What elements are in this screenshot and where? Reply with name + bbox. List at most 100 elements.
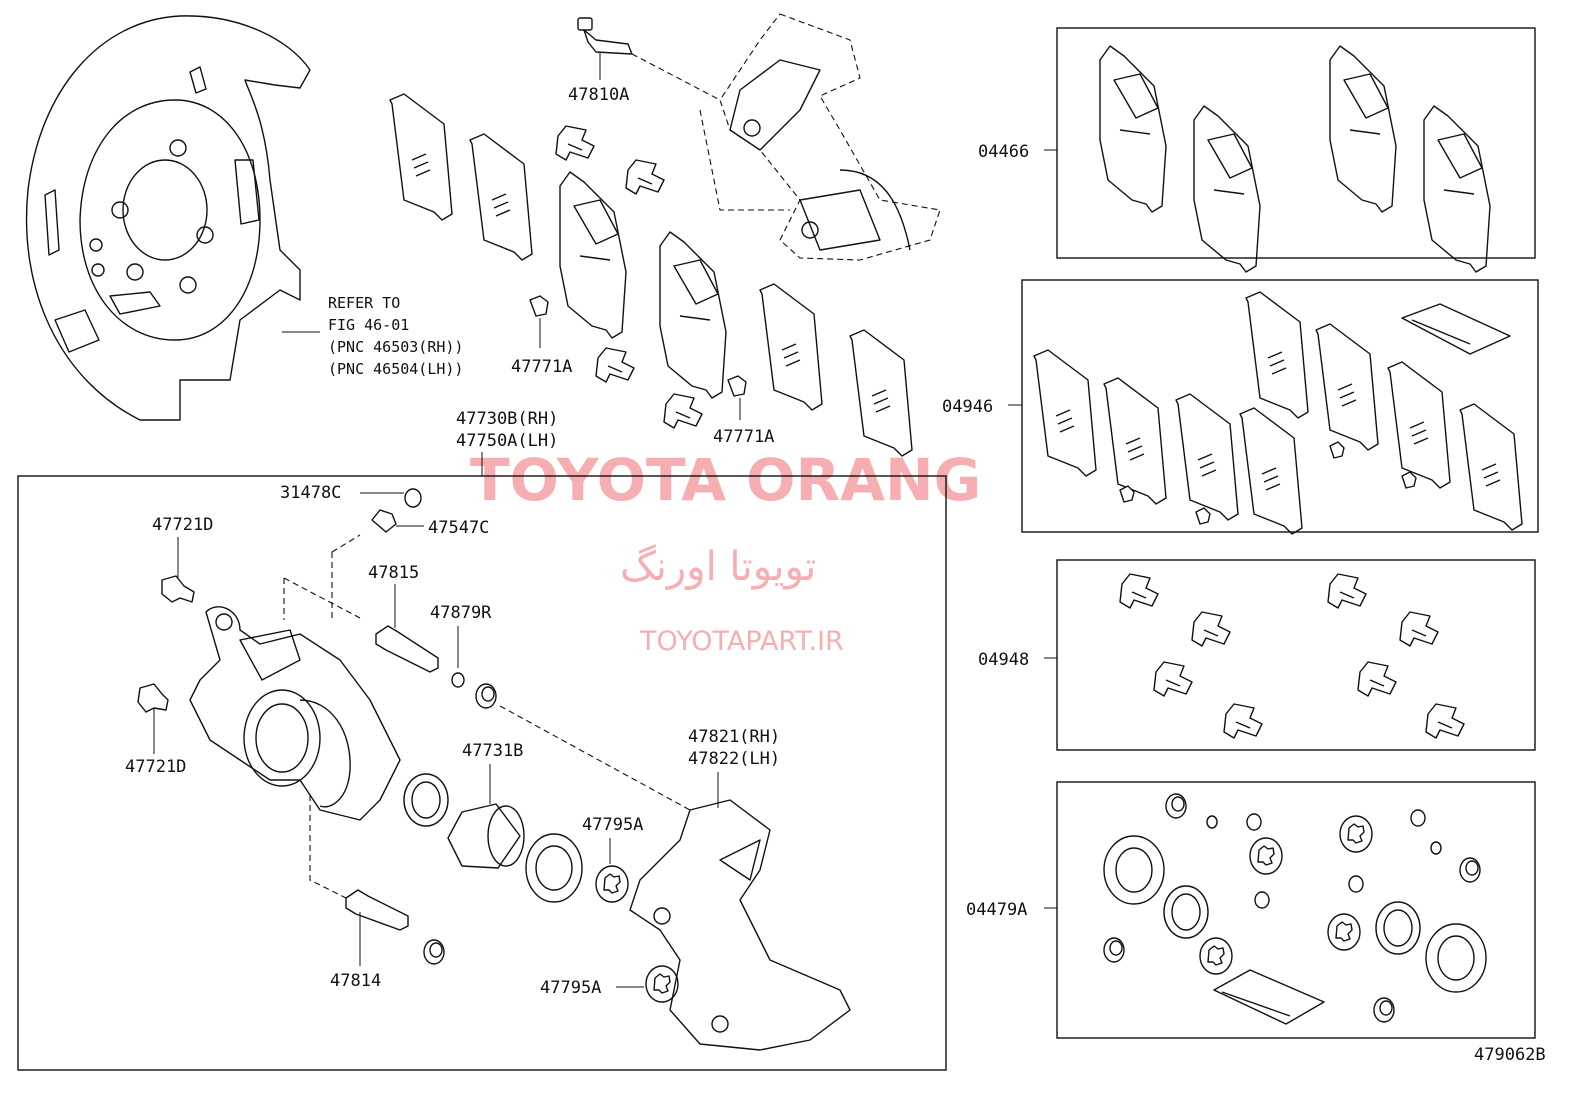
kit04479A-boot-large-1 [1103, 835, 1165, 905]
label-47730B: 47730B(RH) [456, 409, 558, 429]
kit-box-04946 [1021, 279, 1539, 533]
caliper-mounting-lower [629, 799, 851, 1051]
bolt-47721D-2 [137, 683, 169, 713]
boot-pin-lower [423, 939, 445, 965]
kit04946-shim-4 [1239, 407, 1303, 535]
label-04948: 04948 [978, 650, 1029, 670]
label-47821: 47821(RH) [688, 727, 780, 747]
kit04479A-boot-small-1 [1165, 793, 1187, 819]
backing-plate-drawing [25, 15, 311, 421]
watermark-brand: TOYOTA ORANG [470, 446, 981, 514]
label-47721D-1: 47721D [152, 515, 213, 535]
kit04948-clip-3 [1153, 661, 1193, 697]
kit04479A-washer-4 [1327, 913, 1361, 951]
kit04946-shim-5 [1245, 291, 1309, 419]
kit-box-04466 [1056, 27, 1536, 259]
kit04479A-seal-1 [1163, 885, 1209, 939]
label-04946: 04946 [942, 397, 993, 417]
washer-47795A-1 [595, 865, 629, 903]
indicator-47771A-2 [727, 375, 747, 397]
watermark-site: TOYOTAPART.IR [639, 626, 844, 657]
kit04466-pad-3 [1329, 45, 1397, 213]
caliper-mounting-upper [719, 13, 941, 261]
kit04946-shim-1 [1033, 349, 1097, 477]
kit04948-clip-4 [1223, 703, 1263, 739]
label-47771A-1: 47771A [511, 357, 572, 377]
washer-47795A-2 [645, 965, 679, 1003]
label-47731B: 47731B [462, 741, 523, 761]
pad-upper-1 [559, 171, 627, 339]
refer-note-line3: (PNC 46503(RH)) [328, 338, 463, 356]
caliper-assembly-box [17, 475, 947, 1071]
kit04948-clip-2 [1191, 611, 1231, 647]
seal-ring-large [403, 773, 449, 827]
shim-upper-4 [849, 329, 913, 457]
clip-upper-4 [663, 393, 703, 429]
figure-number: 479062B [1474, 1045, 1546, 1065]
clip-upper-2 [625, 159, 665, 195]
kit04479A-washer-3 [1339, 815, 1373, 853]
watermark-persian: تویوتا اورنگ [620, 544, 816, 590]
label-47750A: 47750A(LH) [456, 431, 558, 451]
kit04479A-boot-small-3 [1459, 857, 1481, 883]
bolt-47721D-1 [161, 575, 195, 603]
kit04946-grease-packet [1401, 303, 1511, 355]
shim-upper-1 [389, 93, 453, 221]
kit04479A-washer-2 [1199, 937, 1233, 975]
kit04948-clip-6 [1399, 611, 1439, 647]
label-47795A-1: 47795A [582, 815, 643, 835]
shim-upper-2 [469, 133, 533, 261]
label-47547C: 47547C [428, 518, 489, 538]
kit04948-clip-5 [1327, 573, 1367, 609]
label-47814: 47814 [330, 971, 381, 991]
bleeder-cap-31478C [404, 488, 422, 508]
kit04946-shim-2 [1103, 377, 1167, 505]
clip-upper-3 [595, 347, 635, 383]
shim-upper-3 [759, 283, 823, 411]
refer-note-line4: (PNC 46504(LH)) [328, 360, 463, 378]
label-47810A: 47810A [568, 85, 629, 105]
kit04466-pad-1 [1099, 45, 1167, 213]
piston-47731B [447, 803, 525, 869]
kit04948-clip-8 [1425, 703, 1465, 739]
label-47721D-2: 47721D [125, 757, 186, 777]
kit04946-shim-7 [1387, 361, 1451, 489]
kit04479A-seal-2 [1375, 901, 1421, 955]
boot-pin-upper [475, 683, 497, 709]
kit04946-shim-6 [1315, 323, 1379, 451]
kit04948-clip-1 [1119, 573, 1159, 609]
label-04479A: 04479A [966, 900, 1027, 920]
piston-boot [525, 833, 583, 903]
label-47879R: 47879R [430, 603, 492, 623]
kit-box-04948 [1056, 559, 1536, 751]
kit04479A-grease-packet [1213, 969, 1325, 1025]
kit04466-pad-2 [1193, 105, 1261, 273]
label-31478C: 31478C [280, 483, 341, 503]
pad-upper-2 [659, 231, 727, 399]
kit04479A-boot-small-2 [1103, 937, 1125, 963]
refer-note-line1: REFER TO [328, 294, 400, 312]
ring-47879R [451, 672, 465, 688]
kit04479A-washer-1 [1249, 837, 1283, 875]
indicator-47771A-1 [529, 295, 549, 317]
label-47771A-2: 47771A [713, 427, 774, 447]
guide-pin-47815 [375, 625, 439, 673]
bolt-47810A [577, 17, 633, 55]
kit04946-shim-3 [1175, 393, 1239, 521]
bleeder-plug-47547C [371, 509, 397, 533]
clip-upper-1 [555, 125, 595, 161]
refer-note-line2: FIG 46-01 [328, 316, 409, 334]
caliper-body [189, 606, 401, 821]
kit04479A-boot-small-4 [1373, 997, 1395, 1023]
label-47815: 47815 [368, 563, 419, 583]
kit04948-clip-7 [1357, 661, 1397, 697]
label-47822: 47822(LH) [688, 749, 780, 769]
kit04946-shim-8 [1459, 403, 1523, 531]
kit04479A-boot-large-2 [1425, 923, 1487, 993]
label-47795A-2: 47795A [540, 978, 601, 998]
guide-pin-47814 [345, 889, 409, 931]
label-04466: 04466 [978, 142, 1029, 162]
kit04466-pad-4 [1423, 105, 1491, 273]
kit-box-04479A [1056, 781, 1536, 1039]
